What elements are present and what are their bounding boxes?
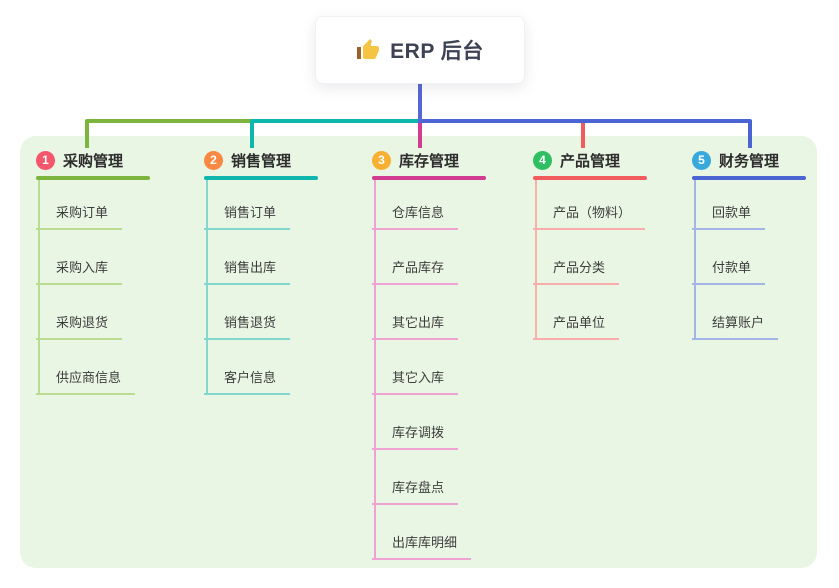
branch-underline: [36, 176, 150, 180]
root-node[interactable]: ERP 后台: [315, 16, 525, 84]
branch-5: 5 财务管理回款单付款单结算账户: [692, 146, 806, 340]
child-node-label: 产品库存: [372, 257, 459, 285]
child-node-label: 采购订单: [36, 202, 123, 230]
child-node[interactable]: 采购退货: [36, 312, 123, 340]
child-node-label: 供应商信息: [36, 367, 136, 395]
branch-number-badge: 3: [372, 150, 391, 170]
child-node-label: 销售订单: [204, 202, 291, 230]
branch-label: 采购管理: [63, 152, 124, 170]
branch-child-connector: [206, 180, 208, 393]
child-node[interactable]: 产品库存: [372, 257, 459, 285]
branch-underline: [372, 176, 486, 180]
child-node-label: 付款单: [692, 257, 766, 285]
child-node-label: 结算账户: [692, 312, 779, 340]
child-node[interactable]: 付款单: [692, 257, 766, 285]
child-node-label: 库存调拨: [372, 422, 459, 450]
child-node-label: 库存盘点: [372, 477, 459, 505]
branch-node[interactable]: 3 库存管理: [372, 146, 486, 174]
child-node[interactable]: 采购入库: [36, 257, 123, 285]
branch-label: 产品管理: [560, 152, 621, 170]
branch-label: 销售管理: [231, 152, 292, 170]
root-node-title: ERP 后台: [390, 40, 484, 63]
child-node-label: 产品单位: [533, 312, 620, 340]
child-node[interactable]: 产品单位: [533, 312, 620, 340]
branch-4: 4 产品管理产品（物料） 产品分类产品单位: [533, 146, 647, 340]
child-node-label: 仓库信息: [372, 202, 459, 230]
child-node[interactable]: 其它出库: [372, 312, 459, 340]
branch-1: 1 采购管理采购订单采购入库采购退货供应商信息: [36, 146, 150, 395]
child-node[interactable]: 采购订单: [36, 202, 123, 230]
branch-label: 库存管理: [399, 152, 460, 170]
child-node[interactable]: 客户信息: [204, 367, 291, 395]
branch-3: 3 库存管理仓库信息产品库存其它出库其它入库库存调拨库存盘点出库库明细: [372, 146, 486, 560]
child-node[interactable]: 结算账户: [692, 312, 779, 340]
branch-child-connector: [535, 180, 537, 338]
child-node-label: 采购入库: [36, 257, 123, 285]
child-node-label: 其它入库: [372, 367, 459, 395]
branch-number-badge: 4: [533, 150, 552, 170]
branch-child-connector: [38, 180, 40, 393]
branch-node[interactable]: 2 销售管理: [204, 146, 318, 174]
child-node-label: 采购退货: [36, 312, 123, 340]
branch-2: 2 销售管理销售订单销售出库销售退货客户信息: [204, 146, 318, 395]
child-node[interactable]: 销售退货: [204, 312, 291, 340]
branch-node[interactable]: 5 财务管理: [692, 146, 806, 174]
child-node[interactable]: 销售订单: [204, 202, 291, 230]
child-node[interactable]: 供应商信息: [36, 367, 136, 395]
child-node[interactable]: 库存调拨: [372, 422, 459, 450]
child-node-label: 出库库明细: [372, 532, 472, 560]
branches-panel: [20, 136, 817, 568]
child-node-label: 客户信息: [204, 367, 291, 395]
branch-child-connector: [374, 180, 376, 558]
child-node[interactable]: 库存盘点: [372, 477, 459, 505]
child-node[interactable]: 产品分类: [533, 257, 620, 285]
branch-number-badge: 1: [36, 150, 55, 170]
branch-underline: [692, 176, 806, 180]
child-node[interactable]: 产品（物料）: [533, 202, 646, 230]
child-node-label: 产品（物料）: [533, 202, 646, 230]
child-node[interactable]: 仓库信息: [372, 202, 459, 230]
branch-underline: [533, 176, 647, 180]
child-node-label: 销售退货: [204, 312, 291, 340]
thumbs-up-icon: [357, 39, 380, 59]
branch-number-badge: 2: [204, 150, 223, 170]
child-node[interactable]: 其它入库: [372, 367, 459, 395]
child-node[interactable]: 回款单: [692, 202, 766, 230]
branch-child-connector: [694, 180, 696, 338]
child-node-label: 销售出库: [204, 257, 291, 285]
child-node-label: 其它出库: [372, 312, 459, 340]
branch-node[interactable]: 1 采购管理: [36, 146, 150, 174]
branch-label: 财务管理: [719, 152, 780, 170]
child-node-label: 回款单: [692, 202, 766, 230]
branch-node[interactable]: 4 产品管理: [533, 146, 647, 174]
child-node[interactable]: 销售出库: [204, 257, 291, 285]
child-node-label: 产品分类: [533, 257, 620, 285]
branch-number-badge: 5: [692, 150, 711, 170]
child-node[interactable]: 出库库明细: [372, 532, 472, 560]
branch-underline: [204, 176, 318, 180]
